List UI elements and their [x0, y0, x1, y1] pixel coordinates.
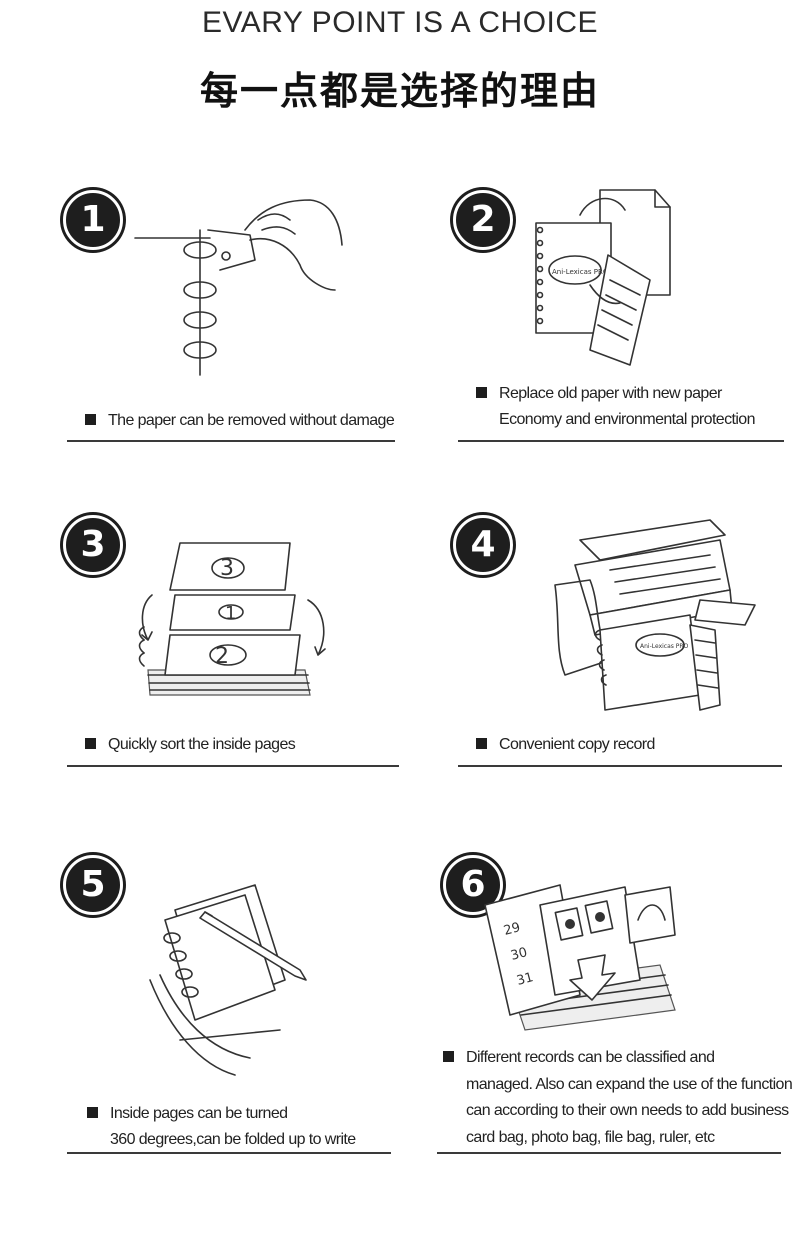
divider-6 — [437, 1152, 781, 1154]
bullet-icon — [85, 737, 96, 749]
caption-4: Convenient copy record — [476, 732, 655, 758]
divider-5 — [67, 1152, 391, 1154]
bullet-icon — [85, 413, 96, 425]
calendar-day-29: 29 — [502, 920, 522, 939]
bullet-icon — [476, 386, 487, 398]
copier-icon: Ani-Lexicas PRO — [554, 519, 756, 711]
fold-notebook-icon — [149, 884, 307, 1076]
bullet-icon — [443, 1050, 454, 1062]
brand-label: Ani-Lexicas PRO — [640, 643, 689, 650]
calendar-day-30: 30 — [509, 945, 529, 964]
caption-1: The paper can be removed without damage — [85, 408, 395, 434]
number-badge-3: 3 — [63, 515, 123, 575]
calendar-day-31: 31 — [515, 970, 535, 989]
caption-3: Quickly sort the inside pages — [85, 732, 296, 758]
divider-1 — [67, 440, 395, 442]
sort-pages-icon: 2 1 3 — [138, 542, 326, 696]
title-chinese: 每一点都是选择的理由 — [199, 69, 600, 113]
number-badge-4: 4 — [453, 515, 513, 575]
number-badge-1: 1 — [63, 190, 123, 250]
accessories-icon: 29 30 31 — [484, 884, 676, 1031]
page-number-1: 1 — [225, 603, 236, 624]
divider-2 — [458, 440, 784, 442]
divider-4 — [458, 765, 782, 767]
number-badge-2: 2 — [453, 190, 513, 250]
bullet-icon — [476, 737, 487, 749]
caption-5: Inside pages can be turned 360 degrees,c… — [87, 1101, 356, 1153]
bullet-icon — [87, 1106, 98, 1118]
paper-removal-icon — [134, 199, 343, 376]
page-number-3: 3 — [220, 556, 234, 581]
divider-3 — [67, 765, 399, 767]
caption-2: Replace old paper with new paper Economy… — [476, 381, 756, 433]
caption-6: Different records can be classified and … — [443, 1045, 793, 1151]
number-badge-5: 5 — [63, 855, 123, 915]
title-english: EVARY POINT IS A CHOICE — [201, 6, 599, 39]
paper-replace-icon: Ani-Lexicas PRO — [535, 189, 671, 366]
brand-label: Ani-Lexicas PRO — [552, 268, 609, 276]
